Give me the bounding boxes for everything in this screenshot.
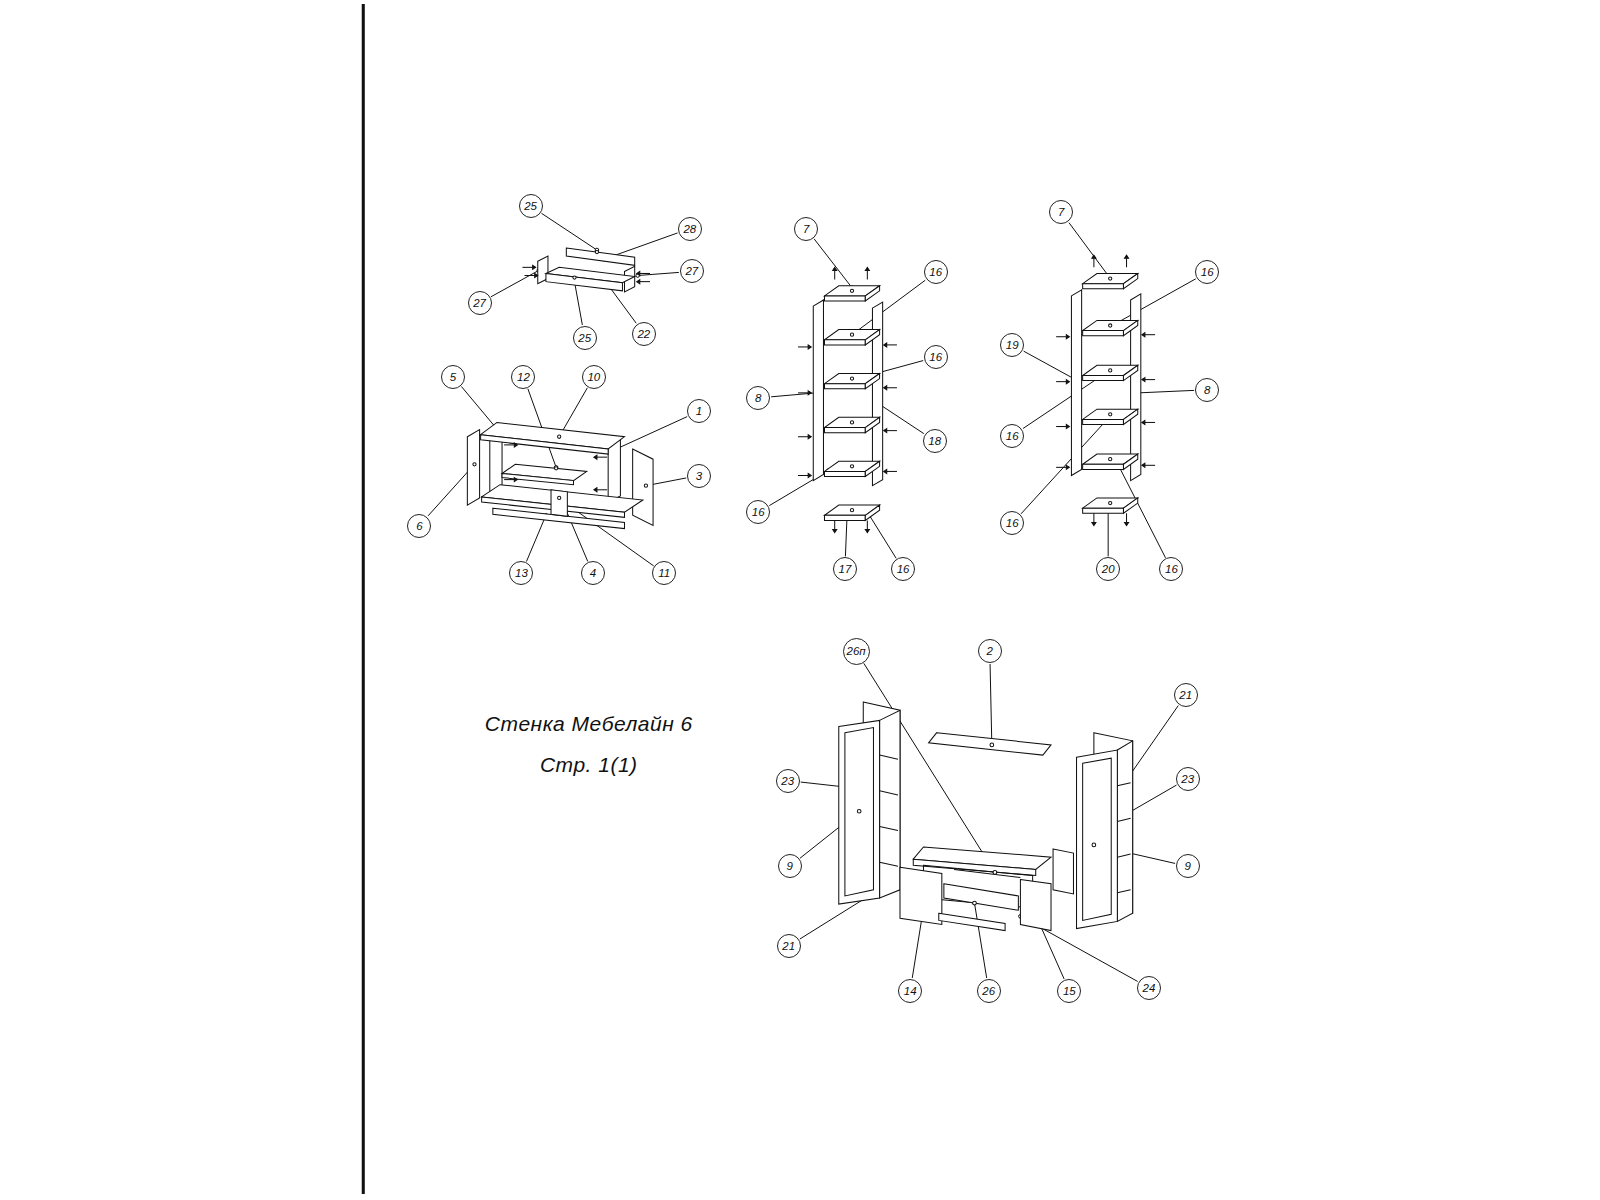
callout-number: 16 (891, 557, 915, 581)
leader-dot (554, 466, 558, 470)
callout-number: 16 (1000, 511, 1024, 535)
callout-number: 4 (581, 561, 605, 585)
drawing-title: Стенка Мебелайн 6 (485, 712, 693, 736)
leader-dot (973, 901, 977, 905)
callout-number: 11 (652, 561, 676, 585)
callout-number: 28 (678, 217, 702, 241)
callout-number: 22 (632, 322, 656, 346)
callout-number: 27 (680, 259, 704, 283)
callout-number: 1 (687, 399, 711, 423)
callout-number: 12 (511, 365, 535, 389)
callout-number: 13 (509, 561, 533, 585)
callout-number: 7 (1049, 200, 1073, 224)
callout-number: 16 (1159, 557, 1183, 581)
leader-dot (644, 484, 648, 488)
callout-number: 17 (833, 557, 857, 581)
callout-number: 20 (1096, 557, 1120, 581)
callout-number: 8 (746, 386, 770, 410)
leader-line (574, 282, 582, 325)
callout-number: 16 (1000, 424, 1024, 448)
callout-number: 8 (1195, 378, 1219, 402)
leader-line (1108, 510, 1109, 556)
callout-number: 15 (1057, 979, 1081, 1003)
leader-line (878, 403, 924, 434)
callout-number: 10 (582, 365, 606, 389)
callout-number: 16 (924, 260, 948, 284)
callout-number: 7 (794, 217, 818, 241)
leader-dot (1092, 843, 1096, 847)
leader-line (541, 213, 596, 250)
leader-line (1069, 223, 1108, 276)
callout-number: 26п (843, 638, 870, 665)
callout-number: 6 (407, 514, 431, 538)
callout-number: 14 (898, 979, 922, 1003)
leader-line (1139, 390, 1194, 392)
leader-dot (473, 462, 477, 466)
leader-line (616, 417, 687, 449)
callout-number: 25 (519, 194, 543, 218)
callout-number: 21 (777, 934, 801, 958)
leader-line (526, 515, 545, 561)
wall-shelf-exploded (522, 248, 650, 292)
leader-dot (557, 435, 561, 439)
callout-number: 24 (1137, 976, 1161, 1000)
leader-dot (993, 871, 997, 875)
leader-dot (857, 809, 861, 813)
leader-line (974, 903, 986, 978)
callout-number: 27 (468, 291, 492, 315)
callout-number: 19 (1000, 333, 1024, 357)
leader-line (845, 518, 847, 556)
assembled-wall-unit (839, 702, 1133, 931)
callout-number: 9 (778, 854, 802, 878)
leader-line (869, 515, 896, 558)
callout-number: 23 (1176, 767, 1200, 791)
callout-number: 21 (1174, 683, 1198, 707)
leader-line (1024, 351, 1076, 379)
callout-number: 9 (1176, 854, 1200, 878)
tv-unit-exploded (467, 422, 653, 528)
page-border (362, 4, 365, 1194)
leader-line (814, 239, 852, 288)
callout-number: 3 (687, 464, 711, 488)
leader-line (461, 387, 494, 427)
callout-number: 2 (978, 639, 1002, 663)
leader-dot (990, 743, 994, 747)
leader-line (491, 270, 539, 296)
column-exploded (798, 267, 897, 532)
page-number: Стр. 1(1) (540, 753, 638, 777)
callout-number: 18 (923, 429, 947, 453)
column-exploded (1056, 255, 1155, 525)
callout-number: 25 (573, 326, 597, 350)
callout-number: 16 (924, 345, 948, 369)
leader-line (990, 664, 992, 745)
callout-number: 26 (977, 979, 1001, 1003)
callout-number: 5 (441, 365, 465, 389)
callout-number: 23 (776, 769, 800, 793)
callout-number: 16 (1195, 260, 1219, 284)
callout-number: 16 (746, 500, 770, 524)
